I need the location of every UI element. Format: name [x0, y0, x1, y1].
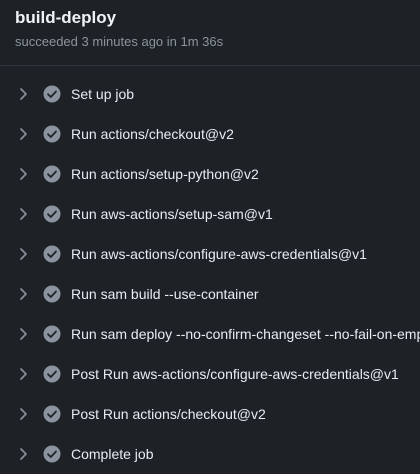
chevron-right-icon[interactable]: [18, 247, 28, 261]
step-row[interactable]: Post Run aws-actions/configure-aws-crede…: [0, 354, 420, 394]
job-status: succeeded 3 minutes ago in 1m 36s: [15, 34, 224, 49]
check-circle-icon: [43, 245, 61, 263]
step-row[interactable]: Run aws-actions/configure-aws-credential…: [0, 234, 420, 274]
chevron-right-icon[interactable]: [18, 127, 28, 141]
chevron-right-icon[interactable]: [18, 327, 28, 341]
step-label: Set up job: [71, 86, 135, 102]
step-row[interactable]: Run sam deploy --no-confirm-changeset --…: [0, 314, 420, 354]
step-row[interactable]: Run actions/checkout@v2: [0, 114, 420, 154]
step-row[interactable]: Post Run actions/checkout@v2: [0, 394, 420, 434]
check-circle-icon: [43, 85, 61, 103]
check-circle-icon: [43, 405, 61, 423]
divider: [0, 65, 420, 66]
step-label: Run aws-actions/setup-sam@v1: [71, 206, 273, 222]
step-label: Run aws-actions/configure-aws-credential…: [71, 246, 367, 262]
step-label: Post Run actions/checkout@v2: [71, 406, 266, 422]
chevron-right-icon[interactable]: [18, 407, 28, 421]
job-header: build-deploy succeeded 3 minutes ago in …: [15, 7, 223, 50]
check-circle-icon: [43, 165, 61, 183]
chevron-right-icon[interactable]: [18, 367, 28, 381]
job-title: build-deploy: [15, 8, 117, 27]
check-circle-icon: [43, 325, 61, 343]
step-label: Run actions/setup-python@v2: [71, 166, 259, 182]
check-circle-icon: [43, 285, 61, 303]
step-label: Run actions/checkout@v2: [71, 126, 234, 142]
chevron-right-icon[interactable]: [18, 287, 28, 301]
step-label: Run sam build --use-container: [71, 286, 259, 302]
step-label: Run sam deploy --no-confirm-changeset --…: [71, 326, 420, 342]
chevron-right-icon[interactable]: [18, 167, 28, 181]
step-row[interactable]: Run sam build --use-container: [0, 274, 420, 314]
step-label: Post Run aws-actions/configure-aws-crede…: [71, 366, 399, 382]
step-row[interactable]: Run actions/setup-python@v2: [0, 154, 420, 194]
chevron-right-icon[interactable]: [18, 207, 28, 221]
check-circle-icon: [43, 125, 61, 143]
step-row[interactable]: Run aws-actions/setup-sam@v1: [0, 194, 420, 234]
steps-list: Set up job Run actions/checkout@v2 Run a…: [0, 74, 420, 474]
chevron-right-icon[interactable]: [18, 87, 28, 101]
check-circle-icon: [43, 445, 61, 463]
step-row[interactable]: Complete job: [0, 434, 420, 474]
step-row[interactable]: Set up job: [0, 74, 420, 114]
chevron-right-icon[interactable]: [18, 447, 28, 461]
check-circle-icon: [43, 365, 61, 383]
check-circle-icon: [43, 205, 61, 223]
step-label: Complete job: [71, 446, 154, 462]
